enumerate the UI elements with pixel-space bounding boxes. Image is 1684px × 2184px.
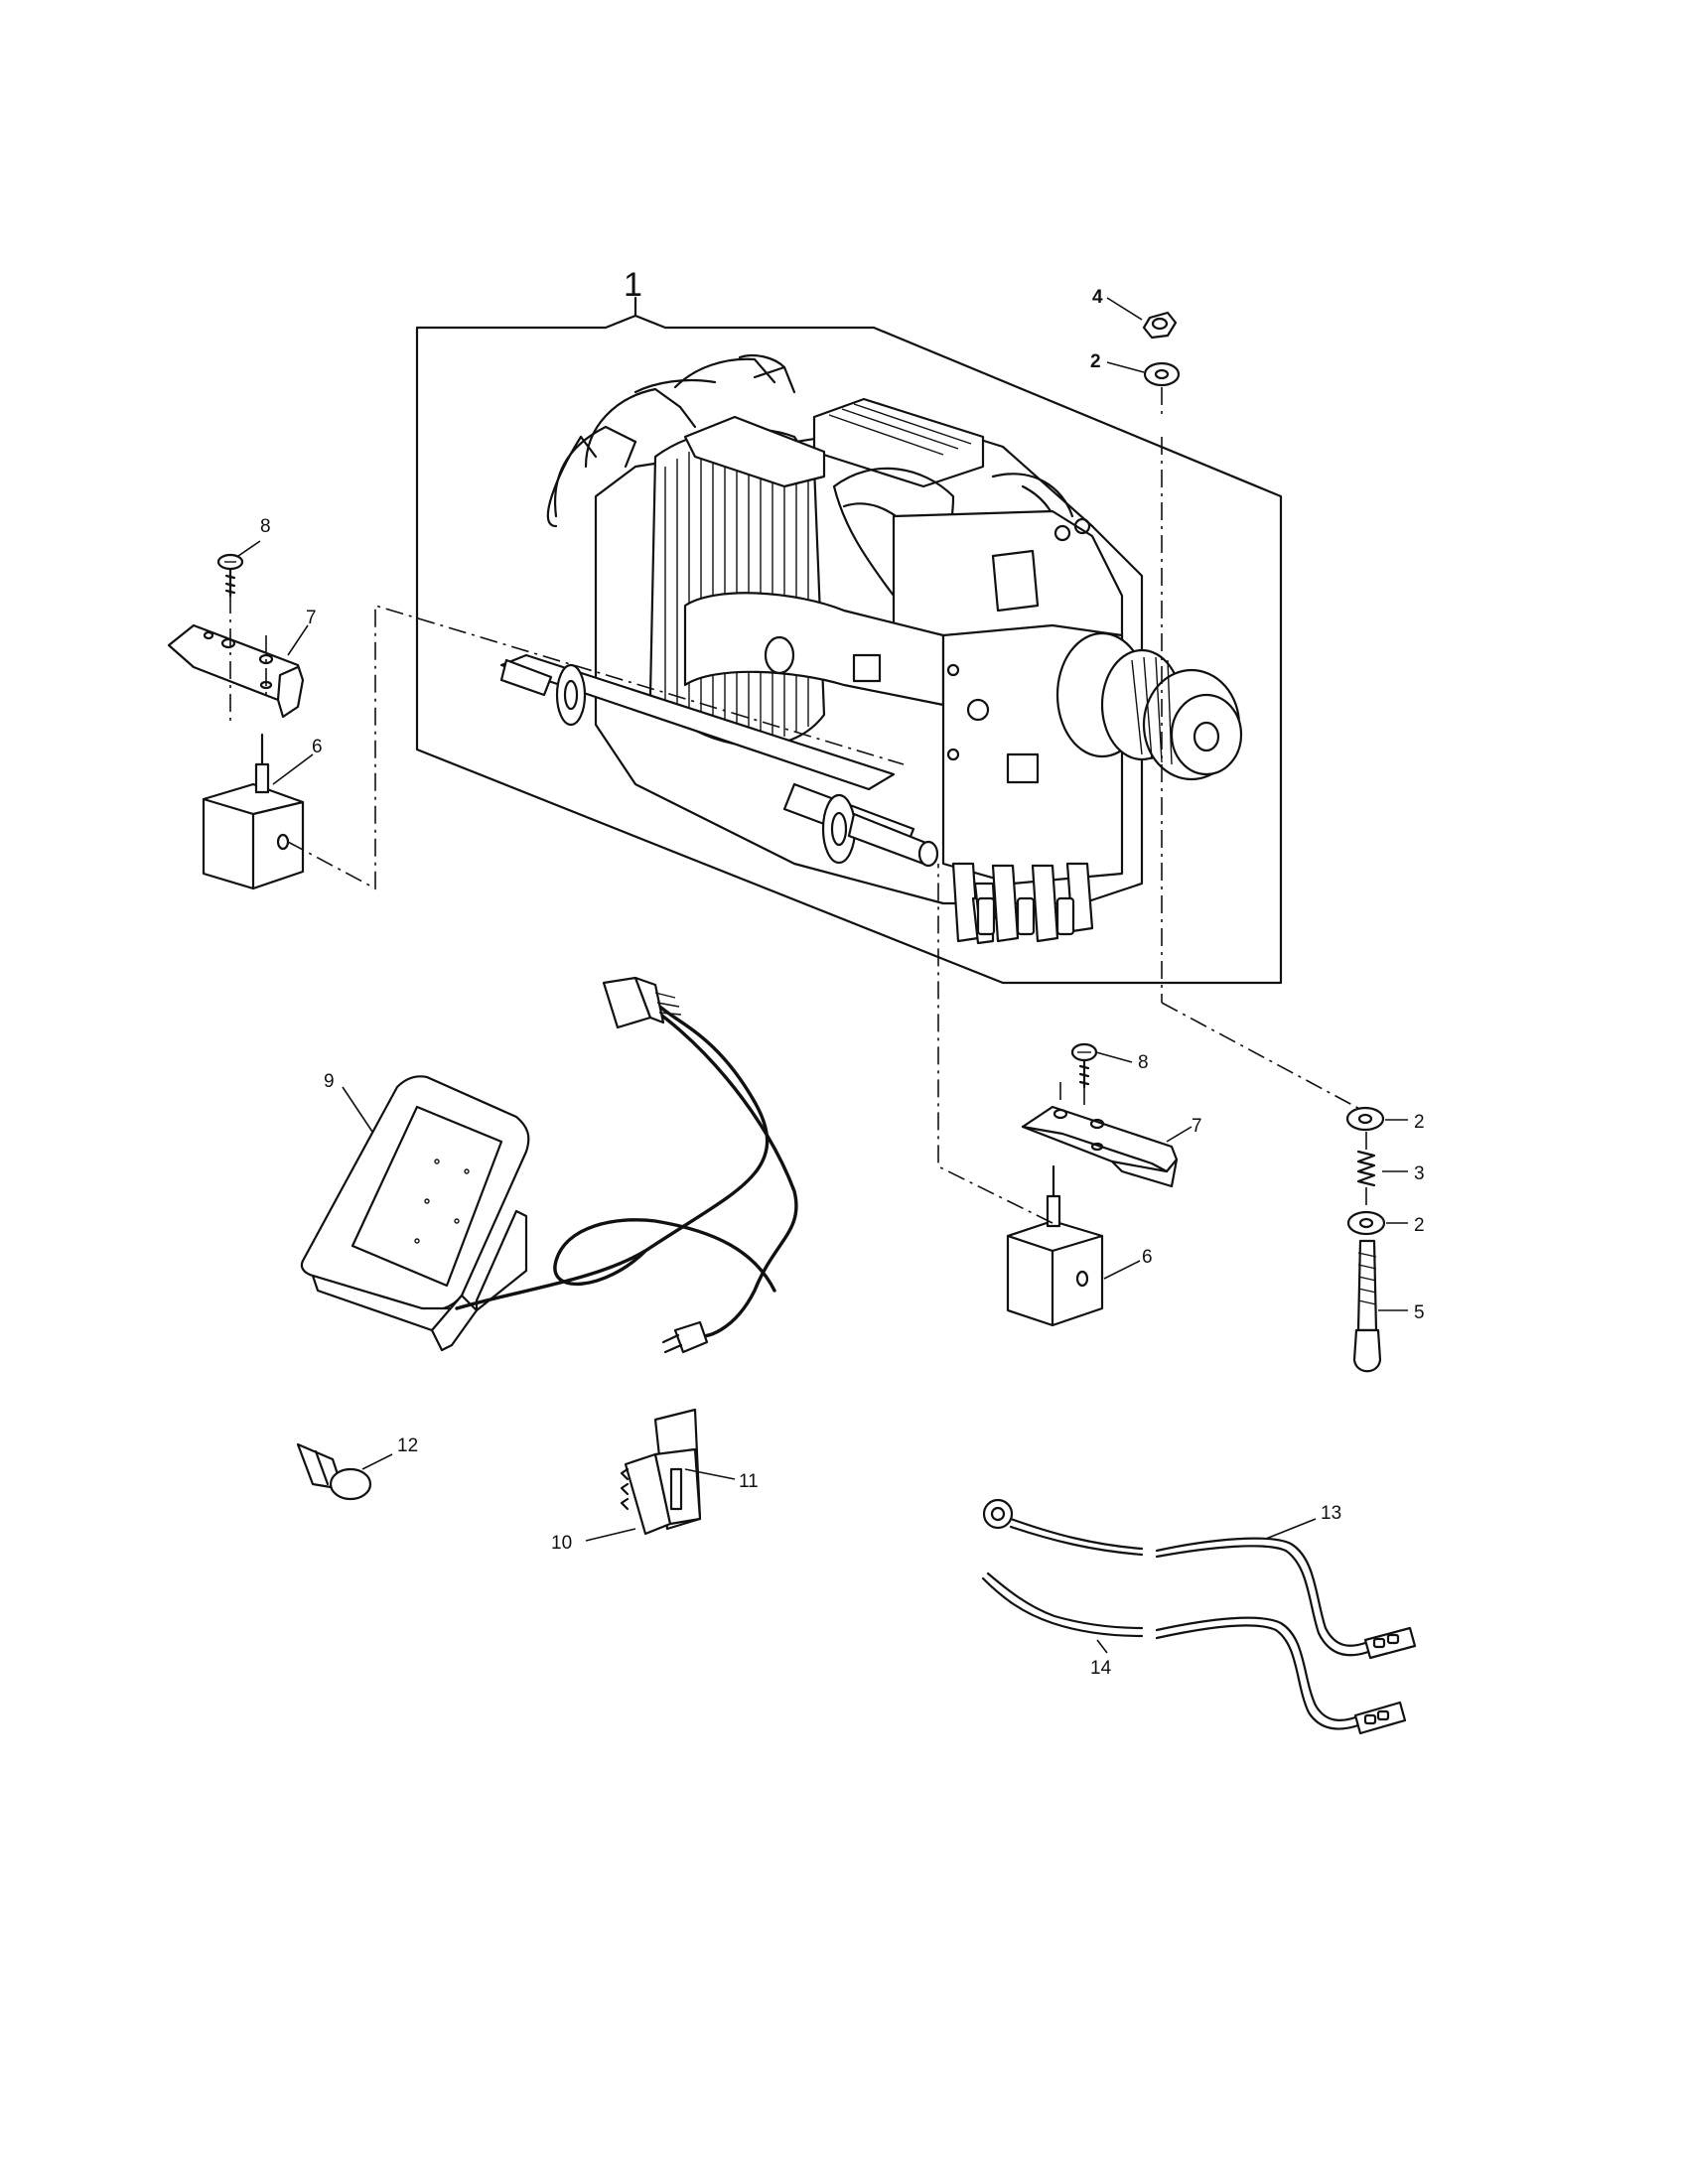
- callout-12: 12: [397, 1435, 418, 1456]
- washer-2-top: [1143, 361, 1181, 387]
- spring-3: [1356, 1150, 1376, 1187]
- callout-10: 10: [551, 1533, 572, 1554]
- callout-6-right: 6: [1142, 1247, 1153, 1268]
- callout-7-right: 7: [1192, 1116, 1202, 1137]
- callout-2-low: 2: [1414, 1215, 1425, 1236]
- nut-4: [1142, 311, 1178, 340]
- callout-8-left: 8: [260, 516, 271, 537]
- callout-2-top: 2: [1090, 351, 1101, 372]
- bracket-7-left: [167, 623, 305, 719]
- callout-4: 4: [1092, 287, 1103, 308]
- terminal-tabs: [951, 862, 1094, 945]
- connector-10-11: [620, 1408, 702, 1536]
- washer-2-mid: [1345, 1106, 1385, 1132]
- adjusting-screw-5: [1352, 1239, 1382, 1373]
- callout-8-right: 8: [1138, 1052, 1149, 1073]
- cord: [455, 976, 798, 1354]
- callout-6-left: 6: [312, 737, 323, 757]
- callout-2-mid: 2: [1414, 1112, 1425, 1133]
- bracket-7-right: [1021, 1105, 1179, 1188]
- callout-9: 9: [324, 1071, 335, 1092]
- screw-8-left: [216, 553, 244, 598]
- part-12: [296, 1442, 372, 1501]
- callout-1: 1: [624, 266, 642, 304]
- wire-14: [981, 1571, 1407, 1735]
- callout-11: 11: [739, 1471, 759, 1492]
- solenoid-6-right: [1006, 1164, 1104, 1327]
- motor-assembly: [415, 314, 1283, 985]
- callout-13: 13: [1321, 1503, 1341, 1524]
- callout-7-left: 7: [306, 608, 317, 628]
- callout-3: 3: [1414, 1163, 1425, 1184]
- ground-wire-13: [982, 1498, 1417, 1660]
- screw-8-right: [1070, 1042, 1098, 1089]
- washer-2-low: [1346, 1210, 1386, 1236]
- solenoid-6-left: [202, 733, 305, 890]
- callout-5: 5: [1414, 1302, 1425, 1323]
- foot-controller-9: [300, 1075, 530, 1352]
- callout-14: 14: [1090, 1658, 1112, 1679]
